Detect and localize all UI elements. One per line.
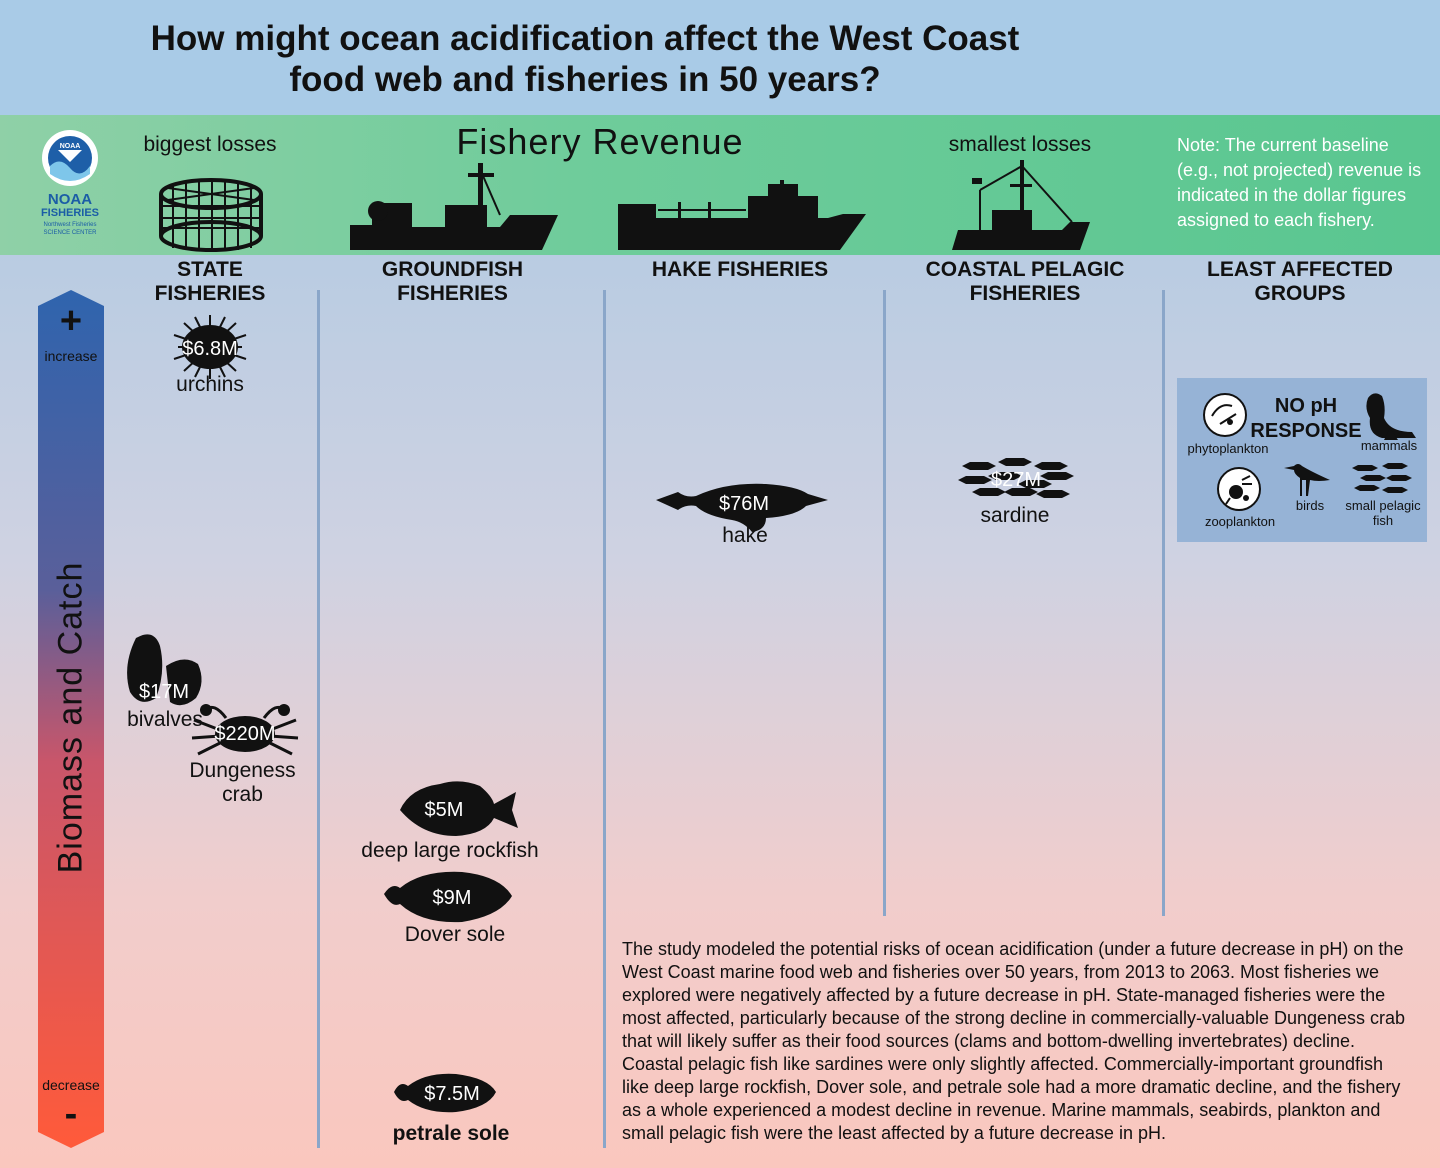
title-line-1: How might ocean acidification affect the… bbox=[150, 19, 1020, 58]
small-pelagic-fish-icon bbox=[1352, 463, 1412, 493]
urchins-value: $6.8M bbox=[182, 338, 238, 360]
dover-sole-value: $9M bbox=[433, 887, 472, 909]
biggest-losses-label: biggest losses bbox=[143, 133, 277, 156]
sea-lion-icon bbox=[1366, 393, 1416, 440]
axis-label-text: Biomass and Catch bbox=[51, 561, 90, 874]
page-title: How might ocean acidification affect the… bbox=[0, 18, 1170, 100]
small-pelagic-fish-label: small pelagic fish bbox=[1340, 498, 1426, 528]
bivalves-value: $17M bbox=[139, 681, 189, 703]
dover-sole-label: Dover sole bbox=[404, 923, 506, 946]
bivalves-label: bivalves bbox=[127, 708, 203, 731]
axis-decrease-label: decrease bbox=[42, 1077, 100, 1093]
logo-nwfsc-text: Northwest Fisheries bbox=[43, 222, 96, 228]
column-divider bbox=[883, 290, 886, 916]
noaa-logo: NOAA NOAA FISHERIES Northwest Fisheries … bbox=[41, 130, 99, 236]
bird-icon bbox=[1284, 464, 1330, 496]
sardine-school-icon: $27M bbox=[958, 458, 1074, 498]
rockfish-label: deep large rockfish bbox=[361, 839, 539, 862]
phytoplankton-label: phytoplankton bbox=[1187, 441, 1269, 456]
petrale-sole-label: petrale sole bbox=[392, 1122, 510, 1145]
hake-value: $76M bbox=[719, 493, 769, 515]
baseline-note: Note: The current baseline (e.g., not pr… bbox=[1177, 135, 1422, 230]
logo-fisheries-text: FISHERIES bbox=[41, 207, 99, 219]
column-head-state-fisheries: STATE FISHERIES bbox=[154, 258, 266, 305]
biomass-axis-arrow bbox=[38, 290, 104, 1148]
rockfish-icon: $5M bbox=[400, 781, 518, 836]
small-pelagic-line-2: fish bbox=[1372, 513, 1394, 528]
title-band bbox=[0, 0, 1440, 115]
axis-increase-label: increase bbox=[44, 348, 98, 364]
petrale-sole-value: $7.5M bbox=[424, 1083, 480, 1105]
smallest-losses-label: smallest losses bbox=[948, 133, 1092, 156]
study-description: The study modeled the potential risks of… bbox=[622, 939, 1406, 1143]
hake-icon: $76M bbox=[656, 483, 828, 532]
sardine-label: sardine bbox=[980, 504, 1050, 527]
axis-plus-sign: + bbox=[59, 300, 83, 342]
mammals-label: mammals bbox=[1360, 438, 1418, 453]
bivalve-icon: $17M bbox=[127, 634, 202, 706]
no-ph-line: NO pH bbox=[1274, 395, 1338, 417]
logo-science-center-text: SCIENCE CENTER bbox=[43, 230, 97, 236]
dungeness-crab-label: Dungeness crab bbox=[189, 759, 296, 806]
dungeness-crab-icon: $220M bbox=[191, 704, 299, 756]
hake-boat-icon bbox=[618, 180, 866, 250]
zooplankton-icon bbox=[1217, 467, 1261, 511]
response-line: RESPONSE bbox=[1250, 420, 1362, 442]
pelagic-boat-icon bbox=[952, 160, 1090, 250]
urchins-label: urchins bbox=[176, 373, 244, 396]
dover-sole-icon: $9M bbox=[384, 871, 512, 923]
hake-label: hake bbox=[722, 524, 768, 547]
column-head-hake-fisheries: HAKE FISHERIES bbox=[651, 258, 829, 281]
crab-value: $220M bbox=[214, 723, 275, 745]
fishery-revenue-heading: Fishery Revenue bbox=[456, 121, 744, 162]
column-divider bbox=[317, 290, 320, 1148]
urchin-icon: $6.8M bbox=[173, 315, 247, 379]
column-head-groundfish-fisheries: GROUNDFISH FISHERIES bbox=[381, 258, 524, 305]
zooplankton-label: zooplankton bbox=[1204, 514, 1276, 529]
small-pelagic-line-1: small pelagic bbox=[1345, 498, 1421, 513]
birds-label: birds bbox=[1295, 498, 1325, 513]
logo-noaa-emblem-text: NOAA bbox=[60, 143, 81, 150]
crab-pot-icon bbox=[159, 178, 263, 252]
no-ph-response-heading: NO pH RESPONSE bbox=[1250, 394, 1362, 444]
column-divider bbox=[1162, 290, 1165, 916]
sardine-value: $27M bbox=[991, 469, 1041, 491]
column-head-least-affected-groups: LEAST AFFECTED GROUPS bbox=[1207, 258, 1393, 305]
axis-minus-sign: - bbox=[64, 1093, 78, 1135]
rockfish-value: $5M bbox=[425, 799, 464, 821]
title-line-2: food web and fisheries in 50 years? bbox=[289, 60, 881, 99]
logo-noaa-text: NOAA bbox=[48, 191, 92, 208]
column-divider bbox=[603, 290, 606, 1148]
petrale-sole-icon: $7.5M bbox=[394, 1073, 496, 1113]
column-head-coastal-pelagic-fisheries: COASTAL PELAGIC FISHERIES bbox=[925, 258, 1125, 305]
groundfish-boat-icon bbox=[350, 163, 558, 250]
phytoplankton-icon bbox=[1203, 393, 1247, 437]
